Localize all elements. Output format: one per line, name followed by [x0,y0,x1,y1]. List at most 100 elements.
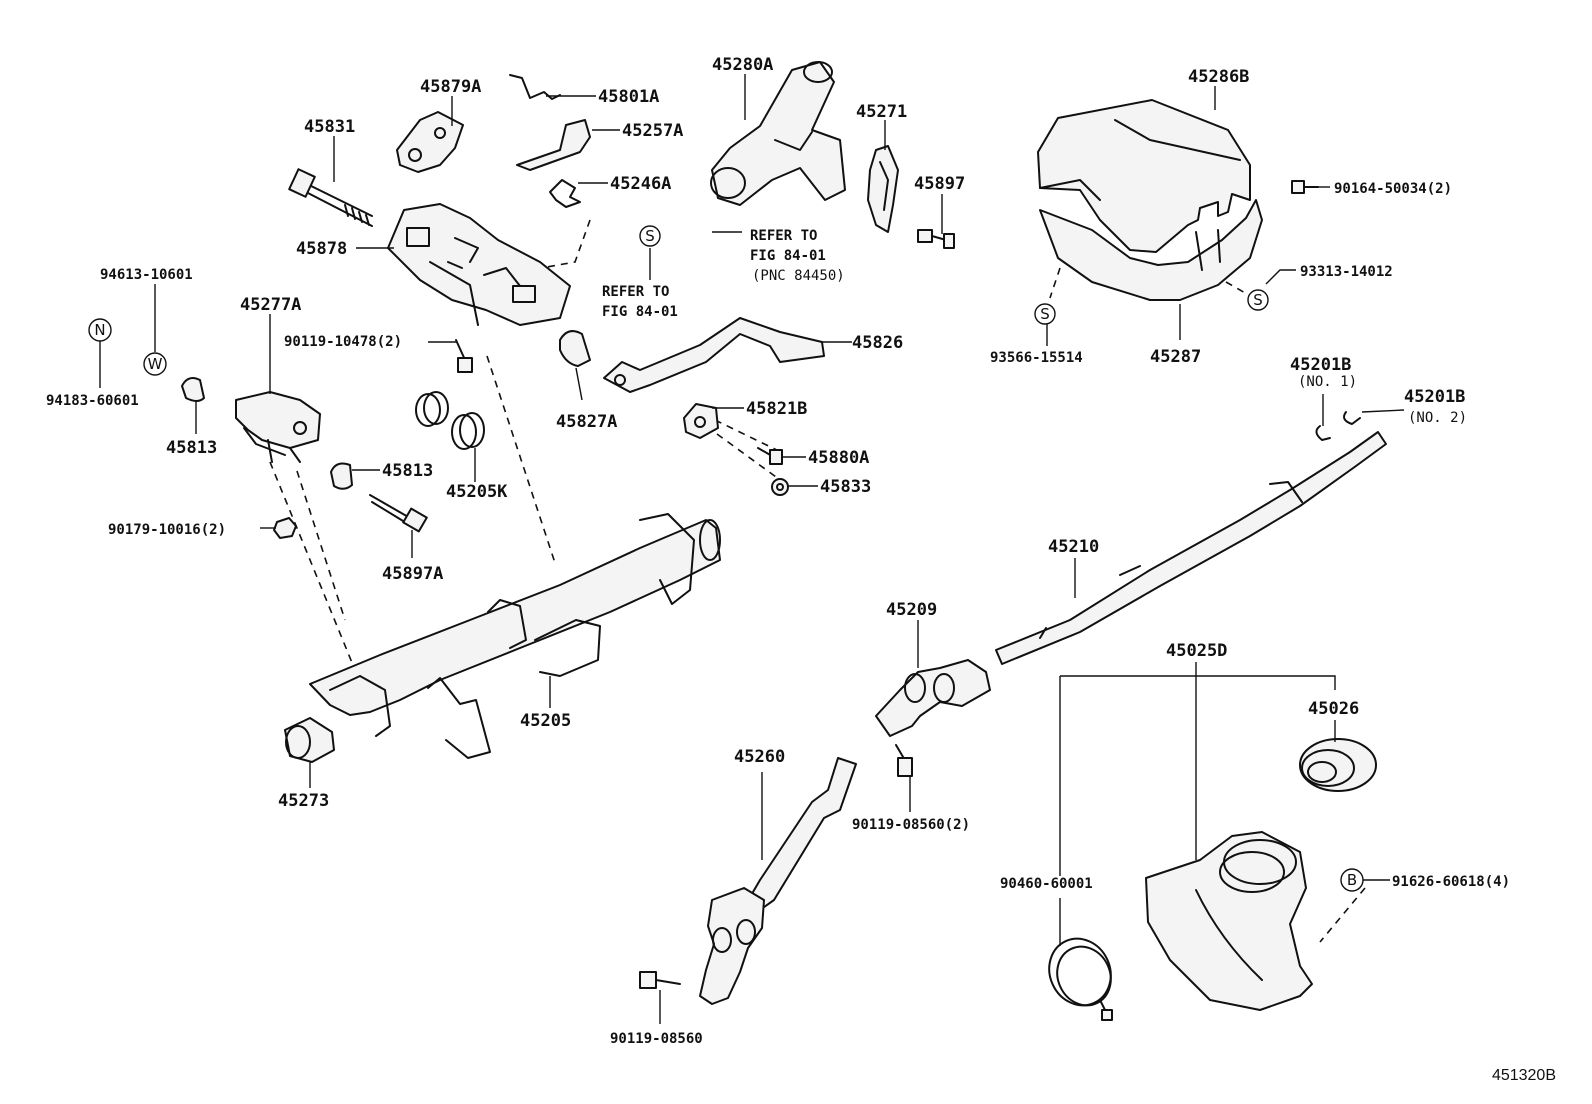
part-45201b-clip-no1 [1315,425,1331,441]
part-45201b-clip-no2 [1343,411,1361,425]
reference-notes: REFER TO FIG 84-01 REFER TO FIG 84-01 (P… [602,228,1467,426]
part-45897-screw [917,229,955,249]
label-45833: 45833 [820,477,871,497]
label-45897a: 45897A [382,564,443,584]
part-45880a-screw [757,447,783,465]
label-45879a: 45879A [420,77,481,97]
label-45287: 45287 [1150,347,1201,367]
part-45026-seal [1299,738,1377,792]
symbol-b-91626: B [1340,868,1364,892]
part-45287-lower-cover [1039,199,1263,301]
label-45260: 45260 [734,747,785,767]
label-90119-10478: 90119-10478(2) [284,334,402,350]
part-45025d-cover-plate [1145,831,1313,1011]
part-45813-clip-left [181,377,205,402]
symbol-s-refer1: S [639,225,661,247]
label-45209: 45209 [886,600,937,620]
part-45246a-spring [549,179,581,208]
label-45210: 45210 [1048,537,1099,557]
part-45878-bracket [387,203,571,326]
label-45246a: 45246A [610,174,671,194]
label-45257a: 45257A [622,121,683,141]
part-45801a-clip [509,74,561,100]
label-45897: 45897 [914,174,965,194]
part-45826-stay [603,317,825,393]
label-45201b-no2: 45201B [1404,387,1465,407]
symbol-w-94613: W [143,352,167,376]
symbol-n-94183: N [88,318,112,342]
note-no2: (NO. 2) [1408,410,1467,426]
note-refer2-line3: (PNC 84450) [752,268,845,284]
label-45813-middle: 45813 [382,461,433,481]
part-90460-60001-clamp [1048,937,1113,1021]
label-45025d: 45025D [1166,641,1227,661]
part-90119-08560-bolt [639,971,681,989]
note-no1: (NO. 1) [1298,374,1357,390]
note-refer2-line1: REFER TO [750,228,817,244]
part-45205k-spring [415,391,485,450]
part-45277a-lock [235,391,321,463]
part-45260-lower-shaft [699,757,857,1005]
label-91626-60618: 91626-60618(4) [1392,874,1510,890]
label-45813-left: 45813 [166,438,217,458]
label-94613-10601: 94613-10601 [100,267,193,283]
label-94183-60601: 94183-60601 [46,393,139,409]
label-45880a: 45880A [808,448,869,468]
part-45286b-upper-cover [1037,99,1251,253]
label-93313-14012: 93313-14012 [1300,264,1393,280]
symbol-s-93313: S [1247,289,1269,311]
svg-text:S: S [645,227,655,245]
label-45826: 45826 [852,333,903,353]
note-refer1-line1: REFER TO [602,284,669,300]
label-45821b: 45821B [746,399,807,419]
label-90460-60001: 90460-60001 [1000,876,1093,892]
svg-text:S: S [1253,291,1263,309]
note-refer1-line2: FIG 84-01 [602,304,678,320]
svg-text:W: W [148,355,163,373]
label-45277a: 45277A [240,295,301,315]
part-45833-nut [771,478,789,496]
part-90179-10016-nut [273,517,297,539]
svg-text:B: B [1347,871,1357,889]
label-90164-50034: 90164-50034(2) [1334,181,1452,197]
part-labels: 45831 45879A 45801A 45257A 45246A 45280A… [46,55,1510,1047]
label-45205k: 45205K [446,482,508,502]
part-45813-clip-middle [330,462,353,490]
label-90179-10016: 90179-10016(2) [108,522,226,538]
part-90164-50034-screw [1291,180,1319,194]
label-45831: 45831 [304,117,355,137]
part-45257a-plate [516,119,591,171]
svg-text:S: S [1040,305,1050,323]
part-45827a-clip [559,330,591,367]
label-90119-08560: 90119-08560 [610,1031,703,1047]
label-45280a: 45280A [712,55,773,75]
part-45831-bolt [288,168,373,227]
svg-text:N: N [94,321,105,339]
part-45273-bushing [284,717,335,763]
label-45271: 45271 [856,102,907,122]
note-refer2-line2: FIG 84-01 [750,248,826,264]
part-45205-column-tube [309,513,721,759]
part-90119-08560-bolt-pair [895,744,913,777]
figure-code: 451320B [1491,1067,1556,1084]
label-45286b: 45286B [1188,67,1249,87]
part-45879a-bracket [396,111,464,173]
part-45897a-bolt [369,494,428,533]
label-45201b-no1: 45201B [1290,355,1351,375]
part-45271-plate [867,145,899,233]
label-45026: 45026 [1308,699,1359,719]
label-45878: 45878 [296,239,347,259]
symbol-s-93566: S [1034,303,1056,325]
label-45273: 45273 [278,791,329,811]
label-93566-15514: 93566-15514 [990,350,1083,366]
label-90119-08560-2: 90119-08560(2) [852,817,970,833]
part-45280a-housing [710,61,846,206]
label-45205: 45205 [520,711,571,731]
leader-lines [99,74,1405,1024]
label-45801a: 45801A [598,87,659,107]
part-90119-10478-bolt [455,339,473,373]
part-45210-shaft [995,431,1387,665]
part-45821b-bracket [683,403,719,439]
part-45209-universal-joint [875,659,991,737]
